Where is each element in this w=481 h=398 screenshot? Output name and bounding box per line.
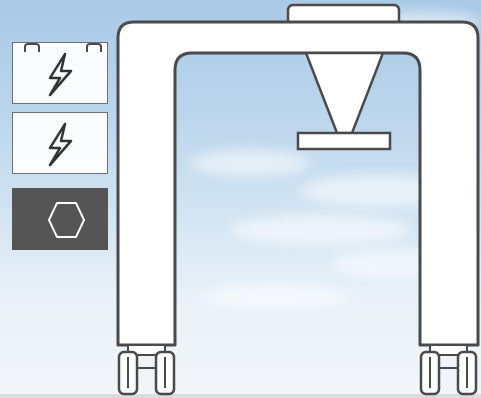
hopper-funnel — [306, 53, 383, 133]
right-wheel-assembly — [421, 345, 476, 394]
power-button-1[interactable] — [12, 42, 108, 104]
lightning-bolt-icon — [13, 113, 109, 175]
hexagon-icon — [13, 189, 109, 251]
left-wheel-assembly — [119, 345, 174, 394]
hexagon-button[interactable] — [12, 188, 108, 250]
lightning-bolt-icon — [13, 43, 109, 105]
hopper-tray — [298, 133, 390, 149]
crane-frame — [118, 22, 478, 345]
power-button-2[interactable] — [12, 112, 108, 174]
